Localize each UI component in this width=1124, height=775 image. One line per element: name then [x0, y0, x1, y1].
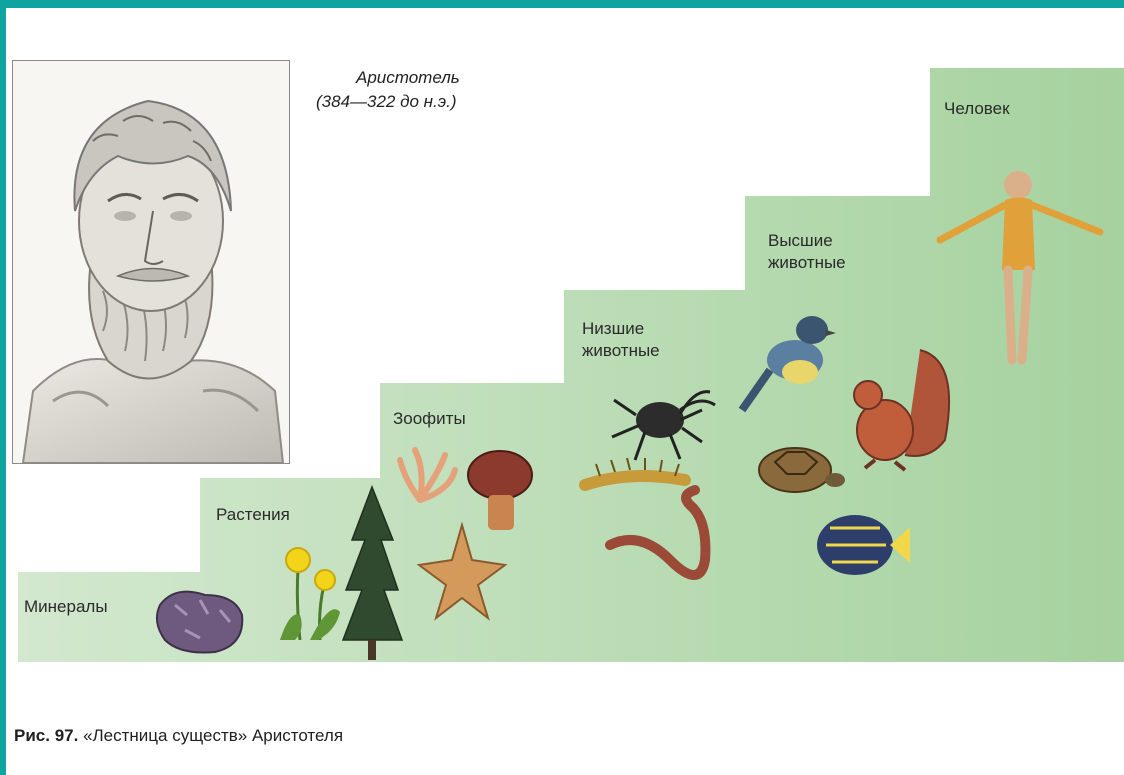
- step-label-zoophytes: Зоофиты: [393, 408, 466, 430]
- step-label-minerals: Минералы: [24, 596, 108, 618]
- step-label-higher-animals-line1: Высшие: [768, 230, 846, 252]
- step-label-lower-animals-line2: животные: [582, 340, 660, 362]
- figure-number: Рис. 97.: [14, 726, 78, 745]
- staircase-shape: [18, 68, 1124, 662]
- step-label-higher-animals-line2: животные: [768, 252, 846, 274]
- figure-caption: Рис. 97. «Лестница существ» Аристотеля: [14, 726, 343, 746]
- figure-title: «Лестница существ» Аристотеля: [83, 726, 343, 745]
- step-label-lower-animals: Низшие животные: [582, 318, 660, 362]
- step-label-human: Человек: [944, 98, 1010, 120]
- step-label-higher-animals: Высшие животные: [768, 230, 846, 274]
- mineral-icon: [157, 592, 242, 653]
- step-label-lower-animals-line1: Низшие: [582, 318, 660, 340]
- step-label-plants: Растения: [216, 504, 290, 526]
